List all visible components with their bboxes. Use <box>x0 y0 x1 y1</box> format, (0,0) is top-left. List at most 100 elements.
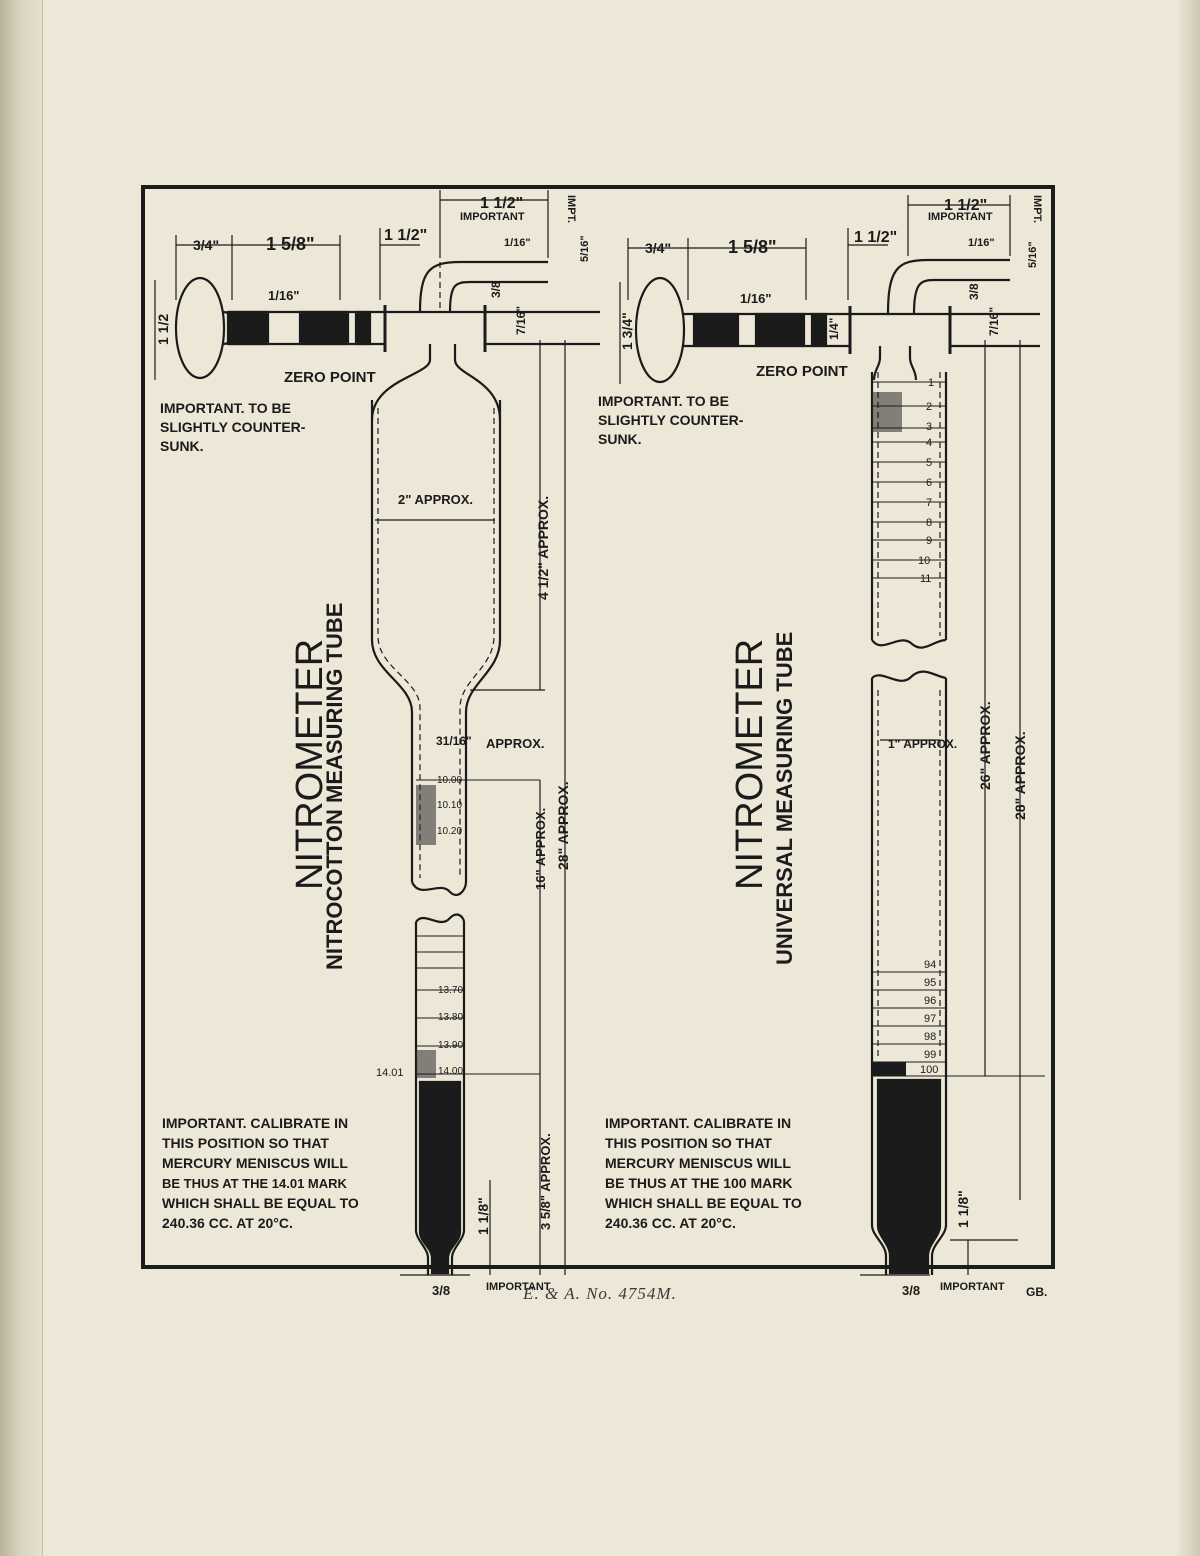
right-scale-top-6: 6 <box>926 477 932 489</box>
left-note2-line1: IMPORTANT. CALIBRATE IN <box>162 1115 348 1131</box>
right-scale-top-1: 1 <box>928 377 934 389</box>
left-dim-imp: IMPORTANT <box>460 211 525 223</box>
right-dim-u: IMPORTANT <box>940 1281 1005 1293</box>
left-scale-bot-1: 13.70 <box>438 985 463 996</box>
right-scale-top-7: 7 <box>926 497 932 509</box>
right-scale-bot-2: 95 <box>924 977 936 989</box>
right-dim-impt: IMPT. <box>1031 195 1043 223</box>
left-dim-e: 1/16" <box>504 237 531 249</box>
right-scale-top-9: 9 <box>926 535 932 547</box>
right-dim-t: 3/8 <box>902 1283 920 1298</box>
drawing-frame <box>141 185 1055 1269</box>
right-dim-g: 1/16" <box>740 291 771 306</box>
right-initials: GB. <box>1026 1285 1047 1299</box>
right-note1-line1: IMPORTANT. TO BE <box>598 393 729 409</box>
right-scale-bot-5: 98 <box>924 1031 936 1043</box>
right-note2-line1: IMPORTANT. CALIBRATE IN <box>605 1115 791 1131</box>
left-dim-impt: IMPT. <box>565 195 577 223</box>
left-dim-q: 28" APPROX. <box>555 781 571 870</box>
right-note2-line5: WHICH SHALL BE EQUAL TO <box>605 1195 802 1211</box>
left-note2-line5: WHICH SHALL BE EQUAL TO <box>162 1195 359 1211</box>
right-scale-bot-1: 94 <box>924 959 936 971</box>
left-note2-line3: MERCURY MENISCUS WILL <box>162 1155 348 1171</box>
left-dim-b: 1 5/8" <box>266 234 315 254</box>
right-dim-j: 3/8 <box>967 283 981 300</box>
left-dim-s: 1 1/8" <box>475 1197 491 1235</box>
right-zero-point: ZERO POINT <box>756 363 848 380</box>
left-dim-f: 5/16" <box>579 235 591 262</box>
right-dim-n: 28" APPROX. <box>1012 731 1028 820</box>
right-scale-top-5: 5 <box>926 457 932 469</box>
left-dim-i: 1/2" <box>359 318 373 340</box>
left-title: NITROMETER <box>289 639 331 890</box>
right-note1-line2: SLIGHTLY COUNTER- <box>598 412 744 428</box>
left-mark: 14.01 <box>376 1067 404 1079</box>
left-note1-line2: SLIGHTLY COUNTER- <box>160 419 306 435</box>
right-dim-h: 1 3/4" <box>619 312 635 350</box>
book-gutter <box>0 0 43 1556</box>
left-scale-bot-3: 13.90 <box>438 1040 463 1051</box>
left-dim-t: 3/8 <box>432 1283 450 1298</box>
left-note2-line4: BE THUS AT THE 14.01 MARK <box>162 1176 348 1191</box>
right-scale-top-2: 2 <box>926 401 932 413</box>
right-note2-line4: BE THUS AT THE 100 MARK <box>605 1175 792 1191</box>
right-dim-m: 26" APPROX. <box>977 701 993 790</box>
right-dim-f: 5/16" <box>1027 241 1039 268</box>
left-dim-g: 1/16" <box>268 288 299 303</box>
left-note2-line6: 240.36 CC. AT 20°C. <box>162 1215 293 1231</box>
page-caption: E. & A. No. 4754M. <box>523 1284 677 1303</box>
left-scale-top-2: 10.10 <box>437 800 462 811</box>
right-note2-line6: 240.36 CC. AT 20°C. <box>605 1215 736 1231</box>
left-dim-r: 3 5/8" APPROX. <box>538 1133 553 1230</box>
right-dim-c: 1 1/2" <box>854 229 897 246</box>
left-dim-a: 3/4" <box>193 237 219 253</box>
right-scale-bot-4: 97 <box>924 1013 936 1025</box>
right-scale-top-11: 11 <box>920 573 931 585</box>
left-dim-l: 2" APPROX. <box>398 492 473 507</box>
left-dim-m: 4 1/2" APPROX. <box>535 496 551 600</box>
right-dim-k: 7/16" <box>987 307 1001 336</box>
right-scale-top-8: 8 <box>926 517 932 529</box>
left-dim-j: 3/8 <box>489 281 503 298</box>
right-scale-bot-7: 100 <box>920 1064 938 1076</box>
left-subtitle: NITROCOTTON MEASURING TUBE <box>322 603 347 970</box>
left-dim-lines <box>154 190 566 1276</box>
left-scale-bot-2: 13.80 <box>438 1012 463 1023</box>
right-grad-lines <box>872 381 1045 1077</box>
left-scale-top-3: 10.20 <box>437 826 462 837</box>
right-tube <box>634 258 1040 1275</box>
right-dim-lines <box>619 195 1021 1276</box>
left-dim-o: APPROX. <box>486 736 545 751</box>
right-scale-top-4: 4 <box>926 437 932 449</box>
right-dim-e: 1/16" <box>968 237 995 249</box>
right-dim-imp: IMPORTANT <box>928 211 993 223</box>
right-scale-top-10: 10 <box>918 555 930 567</box>
right-scale-bot-3: 96 <box>924 995 936 1007</box>
left-dim-u: IMPORTANT <box>486 1281 551 1293</box>
right-dim-i: 1/4" <box>827 318 841 340</box>
right-dim-a: 3/4" <box>645 240 671 256</box>
right-dim-b: 1 5/8" <box>728 237 777 257</box>
left-dim-k: 7/16" <box>514 306 528 335</box>
right-scale-bot-6: 99 <box>924 1049 936 1061</box>
right-dim-s: 1 1/8" <box>955 1190 971 1228</box>
right-note2-line3: MERCURY MENISCUS WILL <box>605 1155 791 1171</box>
right-title: NITROMETER <box>729 639 771 890</box>
right-note1-line3: SUNK. <box>598 431 642 447</box>
left-note1-line3: SUNK. <box>160 438 204 454</box>
left-zero-point: ZERO POINT <box>284 369 376 386</box>
left-note2-line2: THIS POSITION SO THAT <box>162 1135 329 1151</box>
right-dim-l: 1" APPROX. <box>888 737 957 751</box>
left-note1-line1: IMPORTANT. TO BE <box>160 400 291 416</box>
right-note2-line2: THIS POSITION SO THAT <box>605 1135 772 1151</box>
page-edge <box>1178 0 1200 1556</box>
left-scale-top-1: 10.00 <box>437 775 462 786</box>
right-dim-d: 1 1/2" <box>944 197 987 214</box>
right-subtitle: UNIVERSAL MEASURING TUBE <box>772 632 797 965</box>
left-grad-lines <box>416 779 540 1075</box>
left-dim-p: 16" APPROX. <box>533 808 548 890</box>
left-dim-d: 1 1/2" <box>480 195 523 212</box>
left-dim-h: 1 1/2 <box>155 314 171 345</box>
